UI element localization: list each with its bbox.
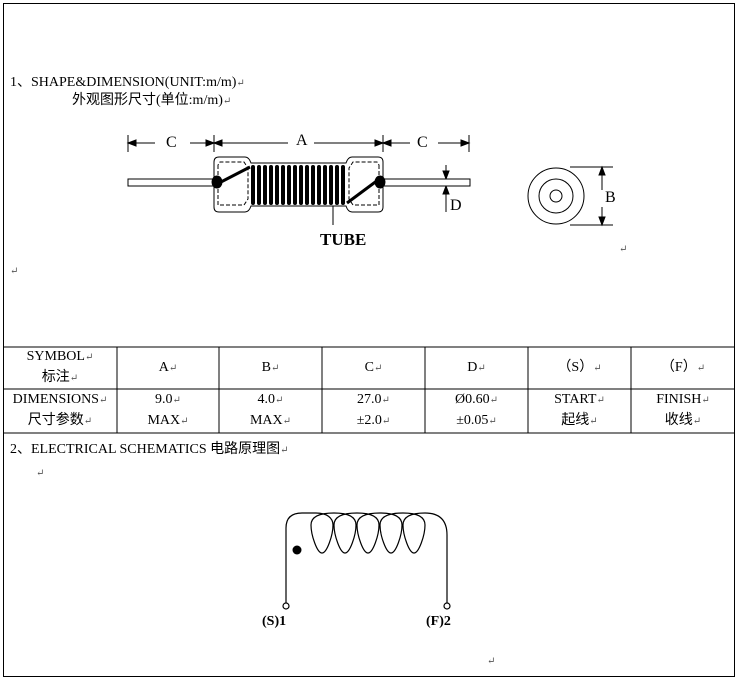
dimension-a-cell: 9.0↵ MAX↵ — [147, 392, 189, 428]
dimension-b-cell: 4.0↵ MAX↵ — [249, 392, 292, 428]
dimension-c-left — [126, 135, 216, 152]
schematic-coil — [282, 512, 451, 610]
paragraph-mark: ↵ — [619, 244, 628, 255]
tube-label: TUBE — [320, 230, 367, 249]
wire-terminations — [211, 165, 386, 205]
symbol-s-cell: （S）↵ — [557, 359, 602, 375]
inductor-end-view — [527, 165, 613, 227]
section1-heading: 1、SHAPE&DIMENSION(UNIT:m/m)↵ — [10, 75, 245, 90]
dimension-d — [442, 165, 450, 212]
dimension-c-cell: 27.0↵ ±2.0↵ — [356, 392, 391, 428]
dimension-c-right — [381, 135, 471, 152]
label-a: A — [296, 132, 308, 149]
symbol-c-cell: C↵ — [364, 359, 383, 375]
paragraph-mark: ↵ — [36, 468, 45, 479]
label-c-left: C — [166, 134, 177, 151]
symbol-a-cell: A↵ — [158, 359, 178, 375]
schematic-start-label: (S)1 — [262, 614, 287, 629]
dimension-f-cell: FINISH↵ 收线↵ — [656, 392, 710, 428]
dimension-s-cell: START↵ 起线↵ — [554, 392, 605, 428]
page-frame — [3, 3, 735, 677]
tube-body — [213, 156, 384, 213]
symbol-d-cell: D↵ — [467, 359, 486, 375]
paragraph-mark: ↵ — [487, 656, 496, 667]
symbol-header-cell: SYMBOL↵ 标注↵ — [26, 349, 94, 385]
paragraph-mark: ↵ — [10, 266, 19, 277]
dimension-d-cell: Ø0.60↵ ±0.05↵ — [454, 392, 498, 428]
schematic-finish-label: (F)2 — [426, 614, 451, 629]
polarity-dot — [292, 545, 302, 555]
section2-heading: 2、ELECTRICAL SCHEMATICS 电路原理图↵ — [10, 442, 289, 457]
spec-table-grid — [3, 346, 735, 434]
dimensions-header-cell: DIMENSIONS↵ 尺寸参数↵ — [12, 392, 108, 428]
label-d: D — [450, 197, 462, 214]
coil-windings — [251, 165, 345, 205]
label-c-right: C — [417, 134, 428, 151]
symbol-b-cell: B↵ — [261, 359, 280, 375]
label-b: B — [605, 189, 616, 206]
symbol-f-cell: （F）↵ — [660, 359, 706, 375]
section1-subheading: 外观图形尺寸(单位:m/m)↵ — [72, 93, 232, 108]
